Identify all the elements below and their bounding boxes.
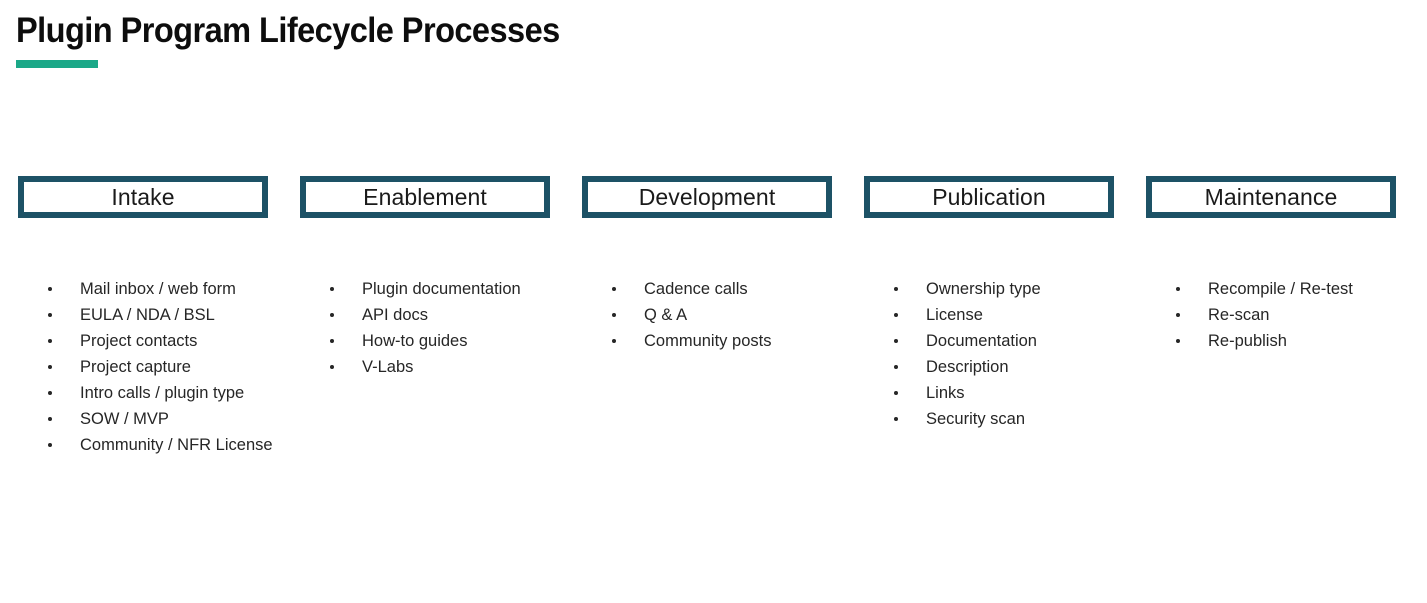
list-item-label: Community posts: [644, 332, 772, 350]
bullet-icon: [894, 417, 898, 421]
bullet-icon: [330, 313, 334, 317]
phase-label: Intake: [111, 184, 175, 210]
bullet-icon: [330, 339, 334, 343]
list-item: How-to guides: [315, 328, 615, 354]
list-item: Security scan: [879, 406, 1179, 432]
bullet-icon: [48, 313, 52, 317]
list-item-label: Links: [926, 384, 965, 402]
bullet-icon: [894, 287, 898, 291]
list-item: SOW / MVP: [33, 406, 333, 432]
bullet-icon: [894, 339, 898, 343]
list-item: Links: [879, 380, 1179, 406]
list-item: Cadence calls: [597, 276, 897, 302]
list-item-label: Community / NFR License: [80, 436, 273, 454]
phase-box-maintenance[interactable]: Maintenance: [1146, 176, 1396, 218]
list-item: License: [879, 302, 1179, 328]
phase-item-list: Ownership type License Documentation Des…: [879, 276, 1179, 432]
bullet-icon: [330, 287, 334, 291]
list-item-label: Intro calls / plugin type: [80, 384, 245, 402]
list-item: Q & A: [597, 302, 897, 328]
bullet-icon: [330, 365, 334, 369]
bullet-icon: [1176, 313, 1180, 317]
bullet-icon: [1176, 339, 1180, 343]
list-item-label: How-to guides: [362, 332, 468, 350]
list-item-label: Ownership type: [926, 280, 1041, 298]
list-item: EULA / NDA / BSL: [33, 302, 333, 328]
bullet-icon: [48, 391, 52, 395]
list-item: Community / NFR License: [33, 432, 333, 458]
phase-item-list: Plugin documentation API docs How-to gui…: [315, 276, 615, 380]
phase-label: Maintenance: [1204, 184, 1338, 210]
list-item: Project capture: [33, 354, 333, 380]
title-accent-bar: [16, 60, 98, 68]
list-item: API docs: [315, 302, 615, 328]
bullet-icon: [48, 365, 52, 369]
phase-box-enablement[interactable]: Enablement: [300, 176, 550, 218]
list-item: Re-scan: [1161, 302, 1427, 328]
list-item-label: Security scan: [926, 410, 1026, 428]
list-item-label: Re-scan: [1208, 306, 1270, 324]
list-item-label: Recompile / Re-test: [1208, 280, 1353, 298]
list-item-label: Documentation: [926, 332, 1037, 350]
phase-label: Publication: [932, 184, 1046, 210]
bullet-icon: [894, 391, 898, 395]
list-item: V-Labs: [315, 354, 615, 380]
list-item: Ownership type: [879, 276, 1179, 302]
phase-label: Enablement: [363, 184, 487, 210]
phase-item-list: Recompile / Re-test Re-scan Re-publish: [1161, 276, 1427, 354]
list-item: Documentation: [879, 328, 1179, 354]
phase-box-publication[interactable]: Publication: [864, 176, 1114, 218]
bullet-icon: [48, 287, 52, 291]
bullet-icon: [48, 339, 52, 343]
list-item: Project contacts: [33, 328, 333, 354]
list-item: Description: [879, 354, 1179, 380]
list-item-label: Project contacts: [80, 332, 198, 350]
phase-label: Development: [638, 184, 776, 210]
list-item-label: Plugin documentation: [362, 280, 521, 298]
lifecycle-column-intake: Intake Mail inbox / web form EULA / NDA …: [18, 176, 273, 454]
lifecycle-column-publication: Publication Ownership type License Docum…: [864, 176, 1114, 428]
bullet-icon: [612, 339, 616, 343]
list-item-label: Q & A: [644, 306, 688, 324]
bullet-icon: [612, 287, 616, 291]
list-item: Re-publish: [1161, 328, 1427, 354]
list-item-label: Mail inbox / web form: [80, 280, 236, 298]
list-item-label: EULA / NDA / BSL: [80, 306, 215, 324]
list-item-label: License: [926, 306, 983, 324]
list-item: Plugin documentation: [315, 276, 615, 302]
phase-item-list: Cadence calls Q & A Community posts: [597, 276, 897, 354]
bullet-icon: [48, 417, 52, 421]
list-item: Intro calls / plugin type: [33, 380, 333, 406]
list-item-label: API docs: [362, 306, 429, 324]
page-title: Plugin Program Lifecycle Processes: [16, 11, 560, 50]
bullet-icon: [894, 365, 898, 369]
phase-box-intake[interactable]: Intake: [18, 176, 268, 218]
bullet-icon: [48, 443, 52, 447]
lifecycle-column-development: Development Cadence calls Q & A Communit…: [582, 176, 832, 350]
list-item: Mail inbox / web form: [33, 276, 333, 302]
list-item: Community posts: [597, 328, 897, 354]
phase-box-development[interactable]: Development: [582, 176, 832, 218]
list-item-label: Description: [926, 358, 1009, 376]
list-item-label: Cadence calls: [644, 280, 748, 298]
bullet-icon: [1176, 287, 1180, 291]
list-item-label: Re-publish: [1208, 332, 1287, 350]
list-item-label: V-Labs: [362, 358, 414, 376]
lifecycle-column-maintenance: Maintenance Recompile / Re-test Re-scan …: [1146, 176, 1396, 350]
phase-item-list: Mail inbox / web form EULA / NDA / BSL P…: [33, 276, 333, 458]
list-item-label: Project capture: [80, 358, 191, 376]
bullet-icon: [894, 313, 898, 317]
lifecycle-column-enablement: Enablement Plugin documentation API docs…: [300, 176, 550, 376]
list-item: Recompile / Re-test: [1161, 276, 1427, 302]
list-item-label: SOW / MVP: [80, 410, 169, 428]
bullet-icon: [612, 313, 616, 317]
